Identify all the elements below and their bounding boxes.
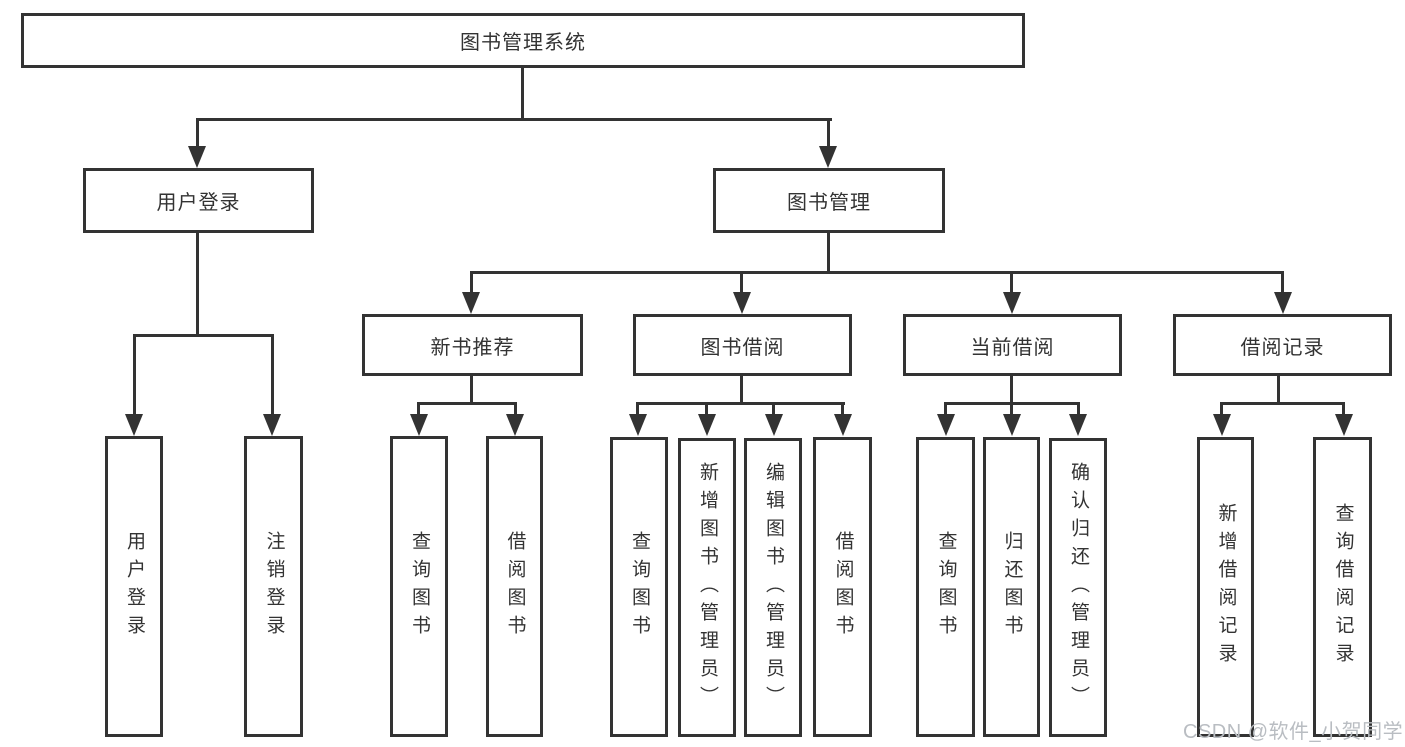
connector-shaft: [944, 402, 947, 415]
connector-newbook-rail: [417, 402, 517, 405]
node-add-borrow-record: 新增借阅记录: [1197, 437, 1254, 737]
connector-shaft: [1342, 402, 1345, 415]
node-user-login-leaf: 用户登录: [105, 436, 163, 737]
node-label: 图书管理: [787, 192, 871, 214]
arrow-down-icon: [698, 414, 716, 436]
node-label: 图书借阅: [700, 336, 785, 359]
node-logout-leaf: 注销登录: [244, 436, 303, 737]
connector-shaft-user-login: [196, 118, 199, 148]
node-label: 图书管理系统: [460, 32, 586, 54]
node-query-borrow-record: 查询借阅记录: [1313, 437, 1372, 737]
connector-shaft: [841, 402, 844, 415]
connector-shaft: [772, 402, 775, 415]
node-label: 用户登录: [156, 192, 241, 214]
connector-bookmgmt-trunk: [827, 233, 830, 273]
node-library-management-system: 图书管理系统: [21, 13, 1025, 68]
connector-shaft: [1010, 402, 1013, 415]
node-query-books-recommend: 查询图书: [390, 436, 448, 737]
arrow-down-icon: [1213, 414, 1231, 436]
node-label: 新书推荐: [430, 336, 515, 359]
connector-shaft: [1077, 402, 1080, 415]
connector-borrow-trunk: [740, 376, 743, 405]
connector-bookmgmt-rail: [470, 271, 1284, 274]
connector-shaft-new-book: [470, 271, 473, 293]
node-confirm-return-admin: 确认归还（管理员）: [1049, 438, 1107, 737]
node-label: 借阅图书: [832, 531, 854, 643]
node-current-borrowing: 当前借阅: [903, 314, 1122, 376]
node-borrow-books-borrowing: 借阅图书: [813, 437, 872, 737]
arrow-down-icon: [937, 414, 955, 436]
connector-shaft-current-borrow: [1010, 271, 1013, 293]
connector-root-trunk: [521, 68, 524, 118]
connector-shaft-logout-leaf: [271, 334, 274, 414]
connector-shaft: [1220, 402, 1223, 415]
node-label: 查询图书: [408, 530, 430, 643]
connector-shaft-book-management: [827, 118, 830, 148]
node-label: 借阅图书: [504, 530, 526, 643]
arrow-down-icon: [1274, 292, 1292, 314]
connector-shaft: [514, 402, 517, 415]
node-borrowing-records: 借阅记录: [1173, 314, 1392, 376]
arrow-down-icon: [1069, 414, 1087, 436]
connector-borrow-rail: [636, 402, 845, 405]
csdn-watermark: CSDN @软件_小贺同学: [1183, 721, 1404, 743]
arrow-down-icon: [834, 414, 852, 436]
node-label: 新增图书（管理员）: [696, 461, 718, 714]
node-query-books-current: 查询图书: [916, 437, 975, 737]
node-label: 借阅记录: [1240, 336, 1325, 359]
connector-shaft: [417, 402, 420, 415]
arrow-down-icon: [629, 414, 647, 436]
connector-shaft-book-borrow: [740, 271, 743, 293]
node-label: 新增借阅记录: [1215, 503, 1237, 671]
connector-current-trunk: [1010, 376, 1013, 405]
node-label: 确认归还（管理员）: [1067, 461, 1089, 714]
arrow-down-icon: [188, 146, 206, 168]
arrow-down-icon: [410, 414, 428, 436]
node-borrow-books-recommend: 借阅图书: [486, 436, 543, 737]
arrow-down-icon: [819, 146, 837, 168]
arrow-down-icon: [1335, 414, 1353, 436]
node-label: 用户登录: [123, 530, 145, 643]
arrow-down-icon: [462, 292, 480, 314]
node-book-borrowing: 图书借阅: [633, 314, 852, 376]
node-add-books-admin: 新增图书（管理员）: [678, 438, 736, 737]
connector-shaft-login-leaf: [133, 334, 136, 414]
node-label: 编辑图书（管理员）: [762, 461, 784, 714]
connector-records-rail: [1220, 402, 1345, 405]
node-edit-books-admin: 编辑图书（管理员）: [744, 438, 802, 737]
connector-records-trunk: [1277, 376, 1280, 405]
arrow-down-icon: [765, 414, 783, 436]
connector-newbook-trunk: [470, 376, 473, 405]
connector-shaft: [636, 402, 639, 415]
node-label: 查询图书: [628, 531, 650, 643]
arrow-down-icon: [1003, 292, 1021, 314]
connector-shaft-borrow-records: [1281, 271, 1284, 293]
node-new-book-recommendation: 新书推荐: [362, 314, 583, 376]
connector-userlogin-trunk: [196, 233, 199, 336]
node-query-books-borrowing: 查询图书: [610, 437, 668, 737]
node-label: 查询图书: [935, 531, 957, 643]
node-label: 注销登录: [263, 530, 285, 643]
node-label: 查询借阅记录: [1332, 503, 1354, 671]
node-user-login: 用户登录: [83, 168, 314, 233]
arrow-down-icon: [733, 292, 751, 314]
connector-root-rail: [196, 118, 832, 121]
connector-userlogin-rail: [133, 334, 274, 337]
node-label: 归还图书: [1001, 531, 1023, 643]
arrow-down-icon: [125, 414, 143, 436]
arrow-down-icon: [1003, 414, 1021, 436]
node-book-management: 图书管理: [713, 168, 945, 233]
connector-shaft: [705, 402, 708, 415]
node-label: 当前借阅: [970, 336, 1055, 359]
arrow-down-icon: [263, 414, 281, 436]
node-return-books: 归还图书: [983, 437, 1040, 737]
arrow-down-icon: [506, 414, 524, 436]
